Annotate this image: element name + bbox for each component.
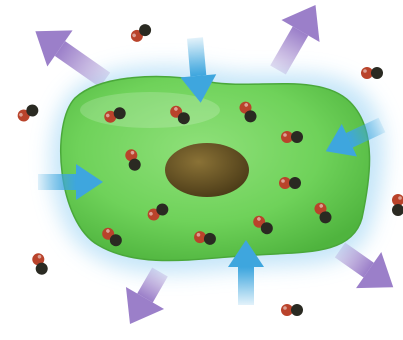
outward-arrow-icon — [259, 0, 335, 81]
diatomic-molecule-icon — [361, 67, 383, 79]
diatomic-molecule-icon — [15, 102, 40, 123]
diatomic-molecule-icon — [392, 194, 403, 216]
diatomic-molecule-icon — [129, 22, 154, 44]
diatomic-molecule-icon — [281, 304, 303, 316]
diatomic-molecule-icon — [31, 252, 50, 277]
nucleus-icon — [165, 143, 249, 197]
